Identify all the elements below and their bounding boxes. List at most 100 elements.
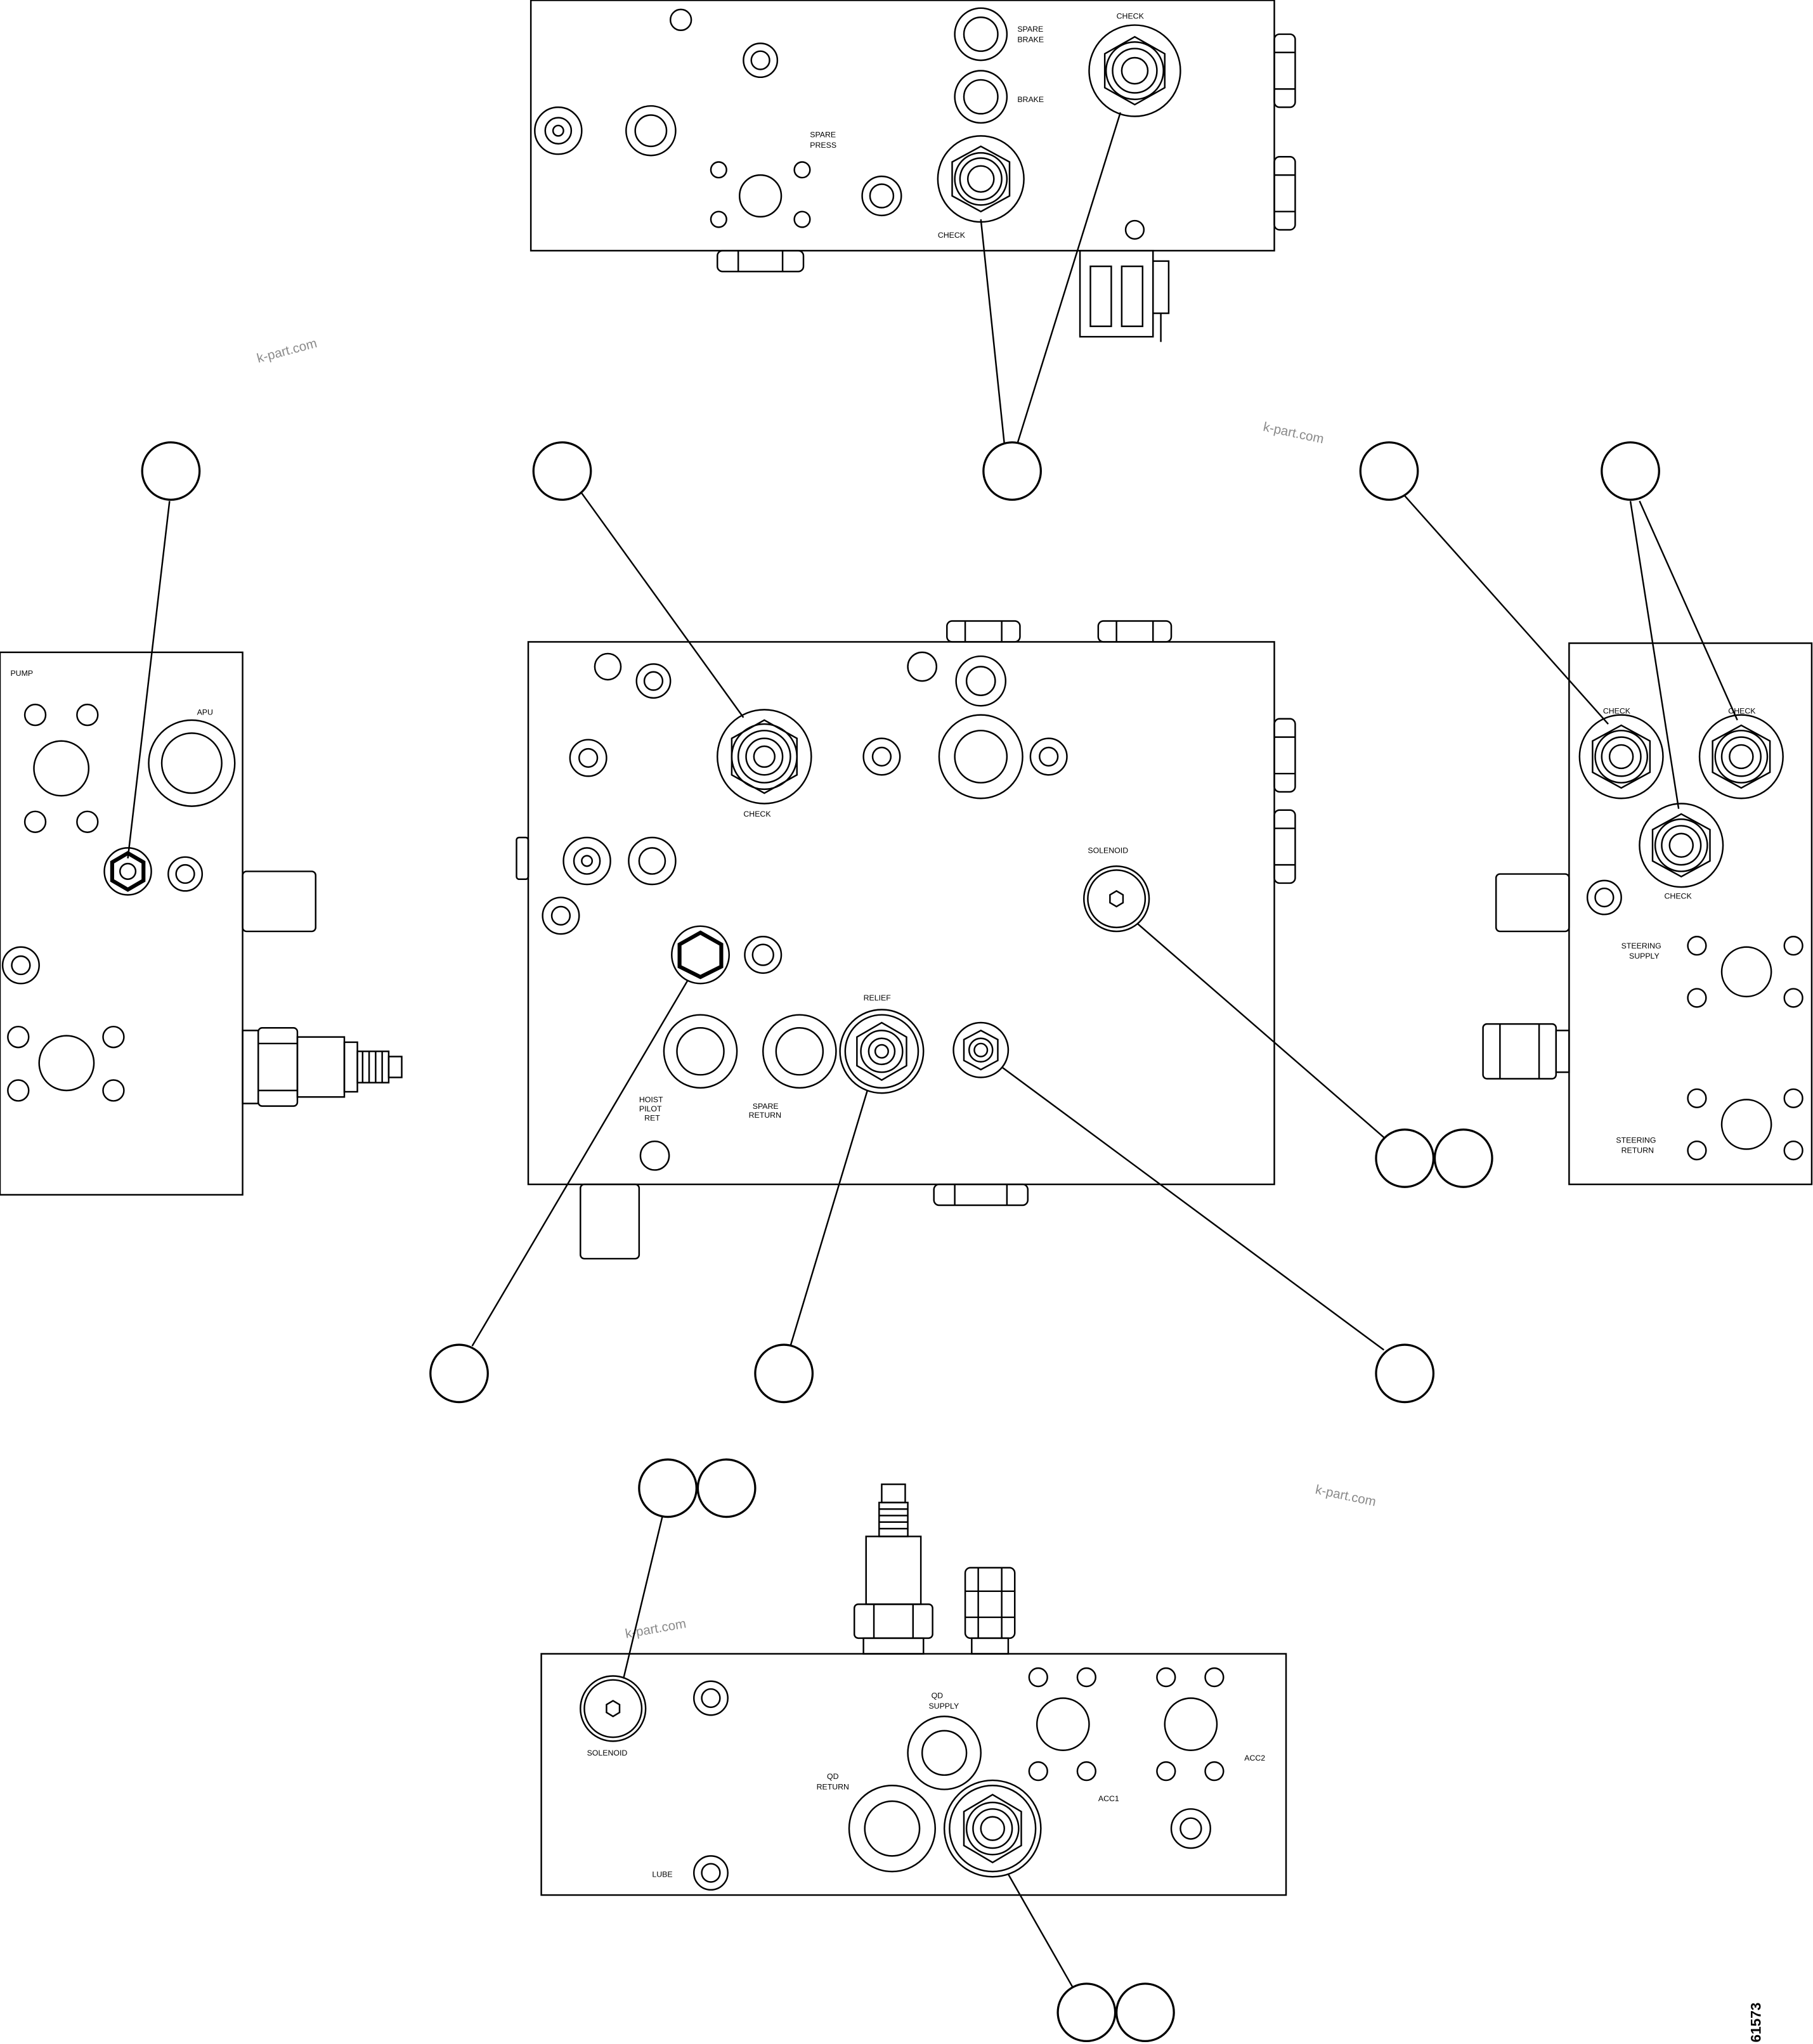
label-qd-return-2: RETURN [817,1782,849,1791]
right-port-1 [1586,879,1622,915]
right-bolt-1 [1687,936,1707,956]
left-view: PUMP APU [0,501,403,1196]
label-hoist-2: PILOT [639,1104,662,1113]
label-hoist-1: HOIST [639,1095,663,1104]
callout-balloon [982,441,1042,501]
center-bottom-nut [933,1183,1029,1206]
label-qd-supply-1: QD [932,1691,944,1700]
center-leader-hex [471,980,689,1347]
left-bolt-5 [7,1025,30,1049]
left-bolt-2 [76,703,99,727]
watermark-2: k-part.com [1262,420,1325,447]
top-port-3 [861,175,902,217]
top-port-left [534,106,583,155]
label-brake: BRAKE [1017,95,1044,104]
right-bolt-2 [1783,936,1803,956]
center-port-9 [562,836,611,886]
bottom-acc2-port [1164,1697,1218,1751]
label-pump: PUMP [10,669,33,678]
top-bolt-1 [710,161,727,179]
label-center-check: CHECK [743,810,771,818]
right-side-boss [1495,873,1570,933]
top-small-port [1124,219,1145,240]
left-lower-port [38,1035,95,1092]
label-apu: APU [197,708,213,717]
top-bolt-3 [710,210,727,228]
center-top-nut-1 [946,620,1021,643]
bottom-leader-check [1007,1873,1079,1996]
right-side-fitting [1482,1023,1570,1080]
top-port-brake [954,70,1008,124]
top-leader-2 [1017,112,1121,444]
top-manifold-body [530,0,1275,252]
label-acc1: ACC1 [1098,1794,1119,1803]
top-leader-1 [980,219,1005,444]
bottom-bolt-6 [1204,1667,1225,1688]
right-check-valve-left [1578,714,1664,799]
center-top-nut-2 [1097,620,1173,643]
left-manifold-body [0,651,244,1196]
top-bolt-4 [793,210,811,228]
label-spare-brake-2: BRAKE [1017,35,1044,44]
label-qd-supply-2: SUPPLY [928,1702,959,1711]
left-bolt-7 [7,1079,30,1102]
center-leader-relief [790,1090,868,1347]
callout-balloon [1433,1129,1493,1188]
right-bolt-7 [1687,1140,1707,1161]
callout-balloon [1115,1983,1175,2043]
bottom-pressure-switch [853,1483,933,1655]
label-spare-return-1: SPARE [753,1102,779,1111]
callout-balloon [1359,441,1419,501]
callout-balloon [1375,1129,1435,1188]
left-bolt-1 [23,703,47,727]
label-spare-return-2: RETURN [749,1111,781,1120]
label-spare-press-1: SPARE [810,130,836,139]
bottom-qd-return-port [848,1785,936,1873]
bottom-bolt-1 [1028,1667,1048,1688]
figure-number: 61573 [1748,2003,1764,2043]
label-spare-brake-1: SPARE [1017,25,1043,34]
top-port-small-1 [669,8,692,32]
center-port-3 [907,651,938,682]
callout-balloon [1056,1983,1117,2043]
bottom-bolt-2 [1076,1667,1096,1688]
center-right-nut-1 [1273,718,1296,793]
bottom-bolt-5 [1156,1667,1176,1688]
center-manifold-body [527,641,1275,1186]
center-left-nub [516,836,530,881]
label-relief: RELIEF [864,993,892,1002]
left-port-side [1,946,40,985]
left-pump-port [33,740,90,797]
bottom-check-valve [943,1779,1042,1878]
right-leader-3 [1639,500,1738,721]
callout-balloons [141,441,1660,2043]
label-qd-return-1: QD [827,1772,839,1781]
right-bolt-8 [1783,1140,1803,1161]
bottom-bolt-8 [1204,1761,1225,1782]
right-leader-2 [1629,501,1680,809]
callout-balloon [638,1458,698,1518]
callout-balloon [429,1343,489,1404]
label-hoist-3: RET [644,1113,660,1122]
center-view: CHECK SOLENOID RELIEF HOIST PILOT RET SP… [471,493,1385,1351]
top-view: SPARE BRAKE BRAKE SPARE PRESS CHECK CHEC… [530,0,1296,444]
center-small-valve [952,1021,1010,1078]
watermarks: k-part.com k-part.com k-part.com k-part.… [256,336,1377,1641]
callout-balloon [1375,1343,1435,1404]
center-port-2 [635,663,672,699]
top-bolt-2 [793,161,811,179]
right-steering-supply-port [1720,946,1772,998]
top-bottom-nut [717,250,805,273]
left-bolt-4 [76,810,99,833]
center-port-12 [744,936,783,974]
label-right-check-middle: CHECK [1665,892,1693,901]
left-side-boss [242,870,316,933]
top-port-1 [743,42,779,79]
callout-balloon [1601,441,1660,501]
top-port-2 [625,105,677,157]
center-port-13 [639,1140,670,1171]
bottom-port-2 [1170,1808,1211,1849]
center-spare-return-port [762,1014,837,1089]
top-port-spare-press [738,174,783,218]
